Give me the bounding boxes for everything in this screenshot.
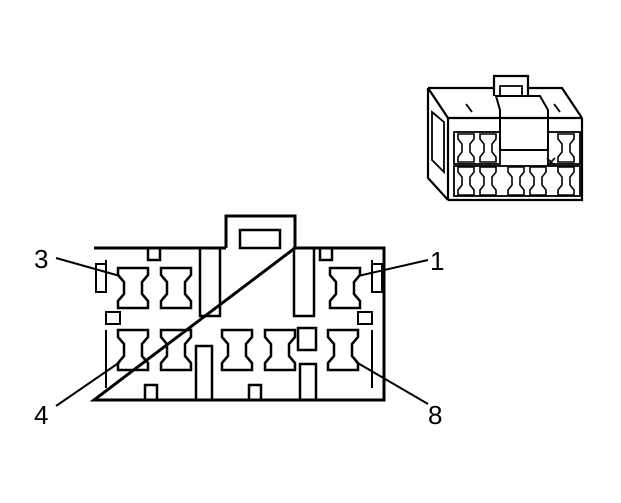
bottom-key-right [247,383,263,402]
lower-slot-left [194,344,214,402]
cavity-top-row [116,266,362,310]
locking-latch [224,214,297,248]
pin-label-1: 1 [430,246,444,276]
right-side-notch [357,311,373,325]
terminal-cavity-1 [328,266,362,310]
pin-label-4: 4 [34,400,48,430]
iso-front-face [448,118,584,202]
leader-line-4 [55,361,121,407]
bottom-key-left [143,383,159,402]
left-rail-tab [95,263,107,293]
terminal-cavity-7 [263,328,297,372]
terminal-cavity-3 [116,266,150,310]
lower-slot-right [298,362,318,402]
terminal-cavity-5 [159,328,193,372]
left-side-notch [105,311,121,325]
connector-isometric-view [426,74,584,202]
iso-side-face [426,88,450,201]
iso-top-surface [427,86,583,120]
cavity-bottom-row [116,328,360,372]
center-slot-right [292,246,316,318]
leader-line-8 [355,361,429,405]
small-key [296,326,318,352]
connector-face-view [55,214,429,407]
pin-label-3: 3 [34,244,48,274]
right-rail-tab [371,263,383,293]
leader-line-1 [357,259,429,277]
top-key-right [318,246,334,262]
housing-outline [89,246,386,402]
pin-label-8: 8 [428,400,442,430]
center-slot-left [198,246,222,318]
iso-latch [492,74,530,96]
top-key-left [146,246,162,262]
leader-line-3 [55,257,121,277]
terminal-cavity-2 [159,266,193,310]
terminal-cavity-8 [326,328,360,372]
terminal-cavity-6 [220,328,254,372]
latch-window [238,228,282,250]
